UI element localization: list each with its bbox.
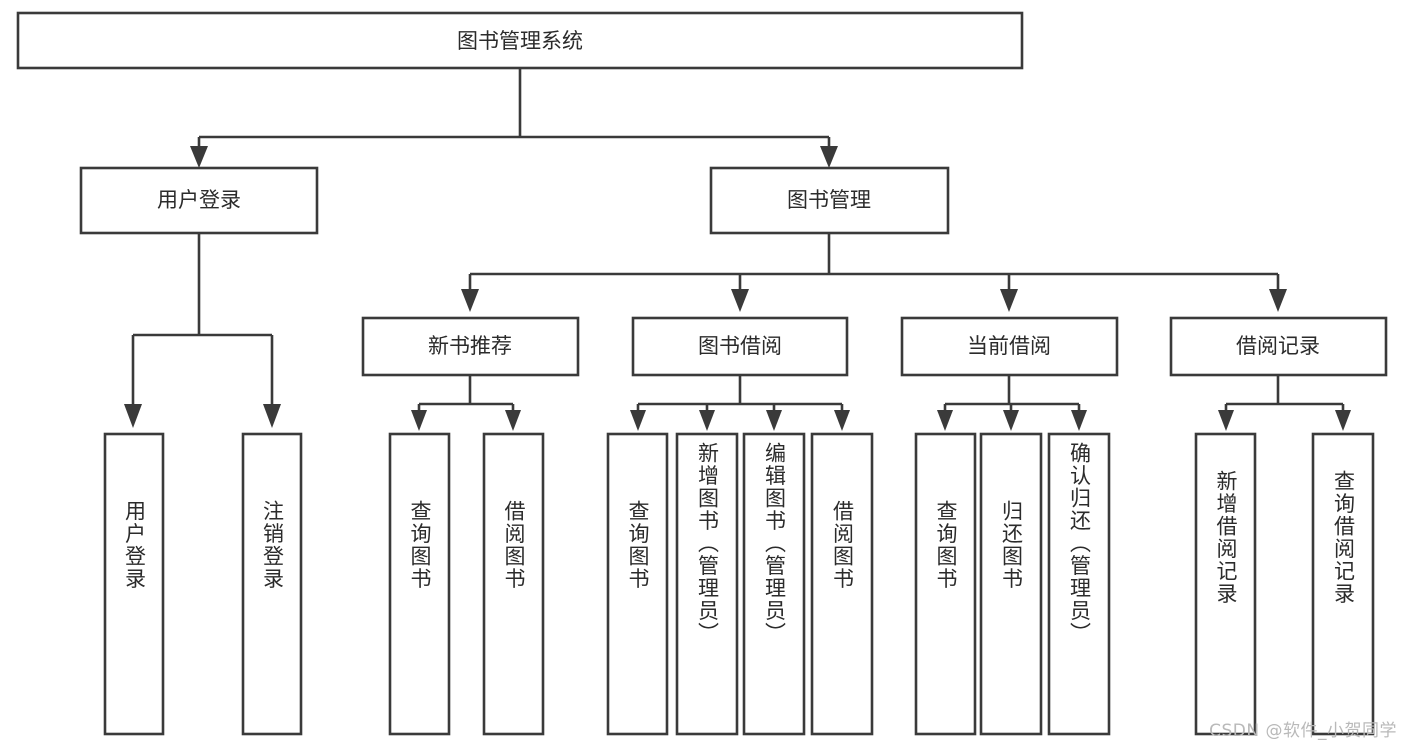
arrow-head-borrowrecord-leaf-1	[1218, 410, 1234, 431]
node-borrow-record-box[interactable]	[1169, 316, 1388, 377]
arrow-head-bookborrow-leaf-3	[766, 410, 782, 431]
node-user-login-box[interactable]	[79, 166, 319, 235]
leaf-box-borrow-query[interactable]	[606, 432, 669, 736]
node-root-label: 图书管理系统	[457, 29, 583, 53]
connector-layer	[124, 68, 1351, 431]
arrow-head-book-mgmt	[820, 146, 838, 168]
arrow-head-currentborrow-leaf-1	[937, 410, 953, 431]
node-new-book-recommend-box[interactable]	[361, 316, 580, 377]
leaf-box-current-query[interactable]	[914, 432, 977, 736]
node-borrow-record[interactable]: 借阅记录	[1169, 316, 1388, 377]
arrow-head-bookborrow-leaf-4	[834, 410, 850, 431]
arrow-head-currentborrow-leaf-3	[1071, 410, 1087, 431]
arrow-head-borrow-record	[1269, 289, 1287, 312]
node-root-box[interactable]	[16, 11, 1024, 70]
leaf-box-newbook-query[interactable]	[388, 432, 451, 736]
node-current-borrow-box[interactable]	[900, 316, 1119, 377]
leaf-box-borrow-edit[interactable]	[742, 432, 806, 736]
arrow-head-current-borrow	[1000, 289, 1018, 312]
leaf-box-borrow-lend[interactable]	[810, 432, 874, 736]
leaf-box-record-add[interactable]	[1194, 432, 1257, 736]
leaf-box-logout[interactable]	[241, 432, 303, 736]
node-user-login[interactable]: 用户登录	[79, 166, 319, 235]
node-new-book-recommend[interactable]: 新书推荐	[361, 316, 580, 377]
leaf-box-newbook-borrow[interactable]	[482, 432, 545, 736]
arrow-head-leaf-user-login	[124, 404, 142, 428]
node-current-borrow[interactable]: 当前借阅	[900, 316, 1119, 377]
arrow-head-bookborrow-leaf-2	[699, 410, 715, 431]
node-root[interactable]: 图书管理系统	[16, 11, 1024, 70]
arrow-head-user-login	[190, 146, 208, 168]
node-book-management[interactable]: 图书管理	[709, 166, 950, 235]
arrow-head-borrowrecord-leaf-2	[1335, 410, 1351, 431]
arrow-head-newbook-leaf-1	[411, 410, 427, 431]
leaf-box-record-query[interactable]	[1311, 432, 1375, 736]
node-book-management-label: 图书管理	[787, 188, 871, 212]
leaf-box-user-login[interactable]	[103, 432, 165, 736]
node-user-login-label: 用户登录	[157, 188, 241, 212]
arrow-head-currentborrow-leaf-2	[1003, 410, 1019, 431]
arrow-head-newbook-leaf-2	[505, 410, 521, 431]
arrow-head-new-book	[461, 289, 479, 312]
leaf-box-current-confirm[interactable]	[1047, 432, 1111, 736]
watermark-text: CSDN @软件_小贺同学	[1209, 721, 1397, 741]
node-book-borrow-box[interactable]	[631, 316, 849, 377]
node-new-book-recommend-label: 新书推荐	[428, 334, 512, 358]
node-current-borrow-label: 当前借阅	[967, 334, 1051, 358]
arrow-head-leaf-logout	[263, 404, 281, 428]
node-layer: 图书管理系统 用户登录 图书管理 新书推荐 图书借阅 当前	[16, 11, 1388, 736]
leaf-box-current-return[interactable]	[979, 432, 1043, 736]
node-book-management-box[interactable]	[709, 166, 950, 235]
node-book-borrow[interactable]: 图书借阅	[631, 316, 849, 377]
node-borrow-record-label: 借阅记录	[1236, 334, 1320, 358]
arrow-head-book-borrow	[731, 289, 749, 312]
node-book-borrow-label: 图书借阅	[698, 334, 782, 358]
leaf-box-borrow-add[interactable]	[675, 432, 739, 736]
arrow-head-bookborrow-leaf-1	[630, 410, 646, 431]
